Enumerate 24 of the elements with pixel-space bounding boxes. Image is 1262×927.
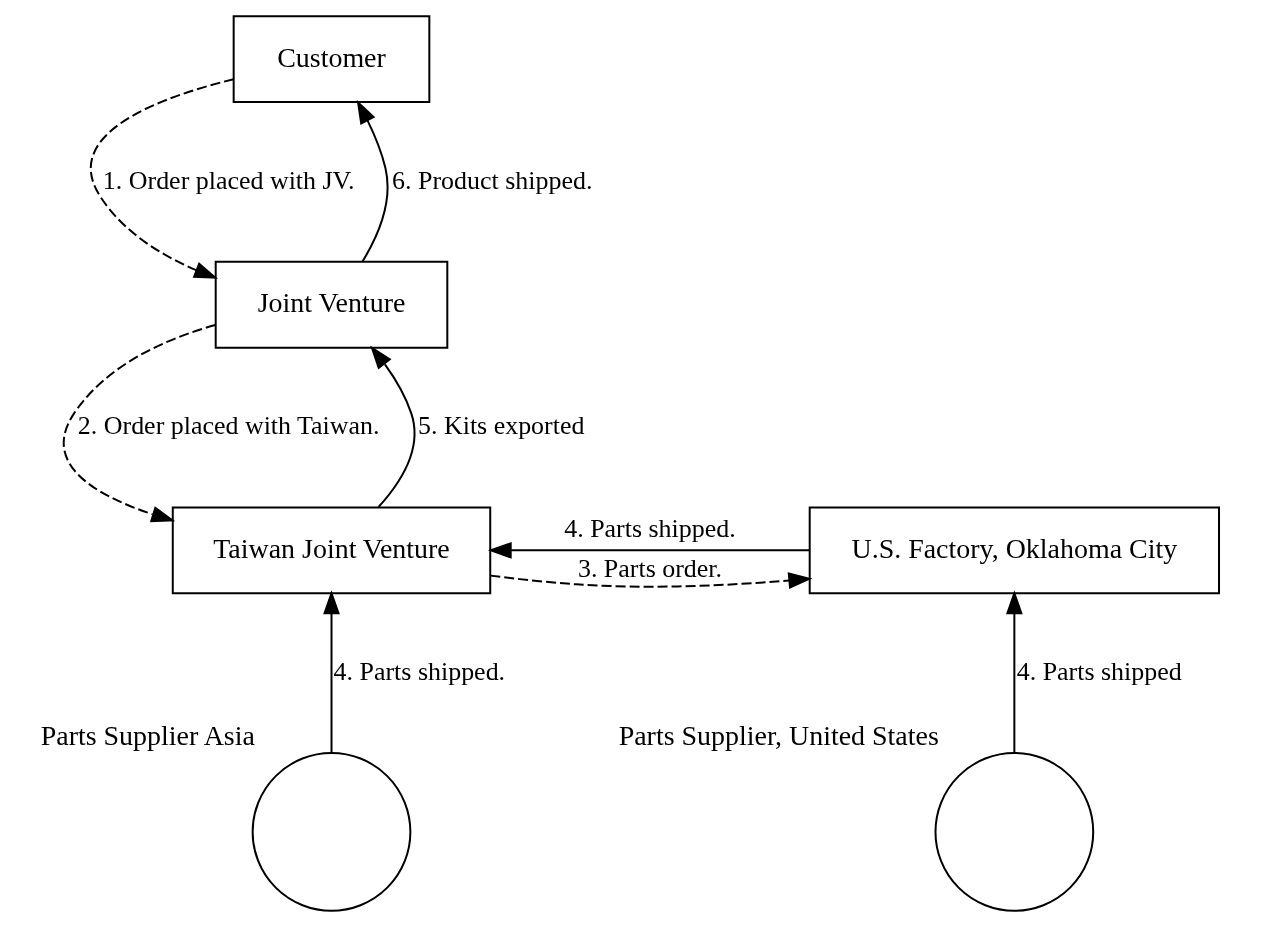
node-box: Customer [232,15,431,104]
node-box: Joint Venture [214,260,449,349]
edge-label: 2. Order placed with Taiwan. [77,411,380,441]
node-label: Parts Supplier, United States [618,720,939,752]
arrow [323,590,340,754]
arrow [487,541,811,559]
edge-label: 5. Kits exported [418,411,585,441]
edge-label: 4. Parts shipped. [333,656,506,686]
arrow [62,324,217,523]
edge-label: 3. Parts order. [577,554,723,584]
arrow [89,78,235,279]
arrow [489,572,813,589]
node-circle [934,752,1095,912]
arrow [370,345,416,508]
node-circle [251,752,412,912]
node-label: Parts Supplier Asia [40,720,255,752]
edge-label: 4. Parts shipped. [564,514,736,544]
node-box: Taiwan Joint Venture [171,506,492,595]
arrow [1005,590,1023,754]
arrow [356,99,389,263]
edge-label: 6. Product shipped. [392,165,593,195]
edge-label: 1. Order placed with JV. [102,165,355,195]
node-box: U.S. Factory, Oklahoma City [808,506,1220,595]
edge-label: 4. Parts shipped [1016,656,1182,686]
